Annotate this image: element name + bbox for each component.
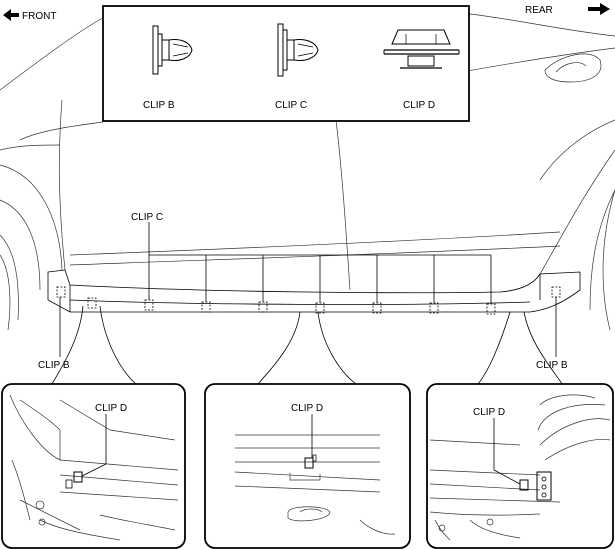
rear-direction: REAR [525,3,610,16]
detail-connectors [51,305,563,385]
clip-c-leader-lines [148,222,492,304]
clip-c-location-1 [144,299,154,311]
clip-b-icon [152,25,193,75]
front-direction: FRONT [3,9,56,22]
detail-center-clip-d-label: CLIP D [291,403,323,414]
detail-view-right: CLIP D [426,383,614,549]
detail-left-clip-d-label: CLIP D [95,403,127,414]
front-label: FRONT [22,11,56,22]
clip-c-location-6 [429,302,439,314]
clip-d-legend-label: CLIP D [403,100,435,111]
clip-b-location-front [56,286,66,298]
rear-arrow-icon [588,3,610,15]
clip-c-callout-label: CLIP C [131,212,163,223]
clip-c-legend-label: CLIP C [275,100,307,111]
clip-legend-box: CLIP B CLIP C CLIP D [102,5,470,122]
rear-label: REAR [525,5,553,16]
side-sill-panel [47,269,581,313]
detail-view-center: CLIP D [204,383,411,549]
front-arrow-icon [3,9,19,21]
left-clip-b-label: CLIP B [38,360,70,371]
clip-b-location-rear [551,286,561,298]
clip-b-legend-label: CLIP B [143,100,175,111]
clip-c-icon [277,23,319,77]
right-clip-b-label: CLIP B [536,360,568,371]
clip-c-location-3 [258,301,268,313]
vehicle-body-outline [0,5,615,331]
detail-right-clip-d-label: CLIP D [473,407,505,418]
sill-clip-locations [56,286,561,315]
clip-d-icon [383,29,460,69]
clip-c-location-7 [486,303,496,315]
detail-view-left: CLIP D [1,383,186,549]
clip-d-location-front [87,297,97,309]
